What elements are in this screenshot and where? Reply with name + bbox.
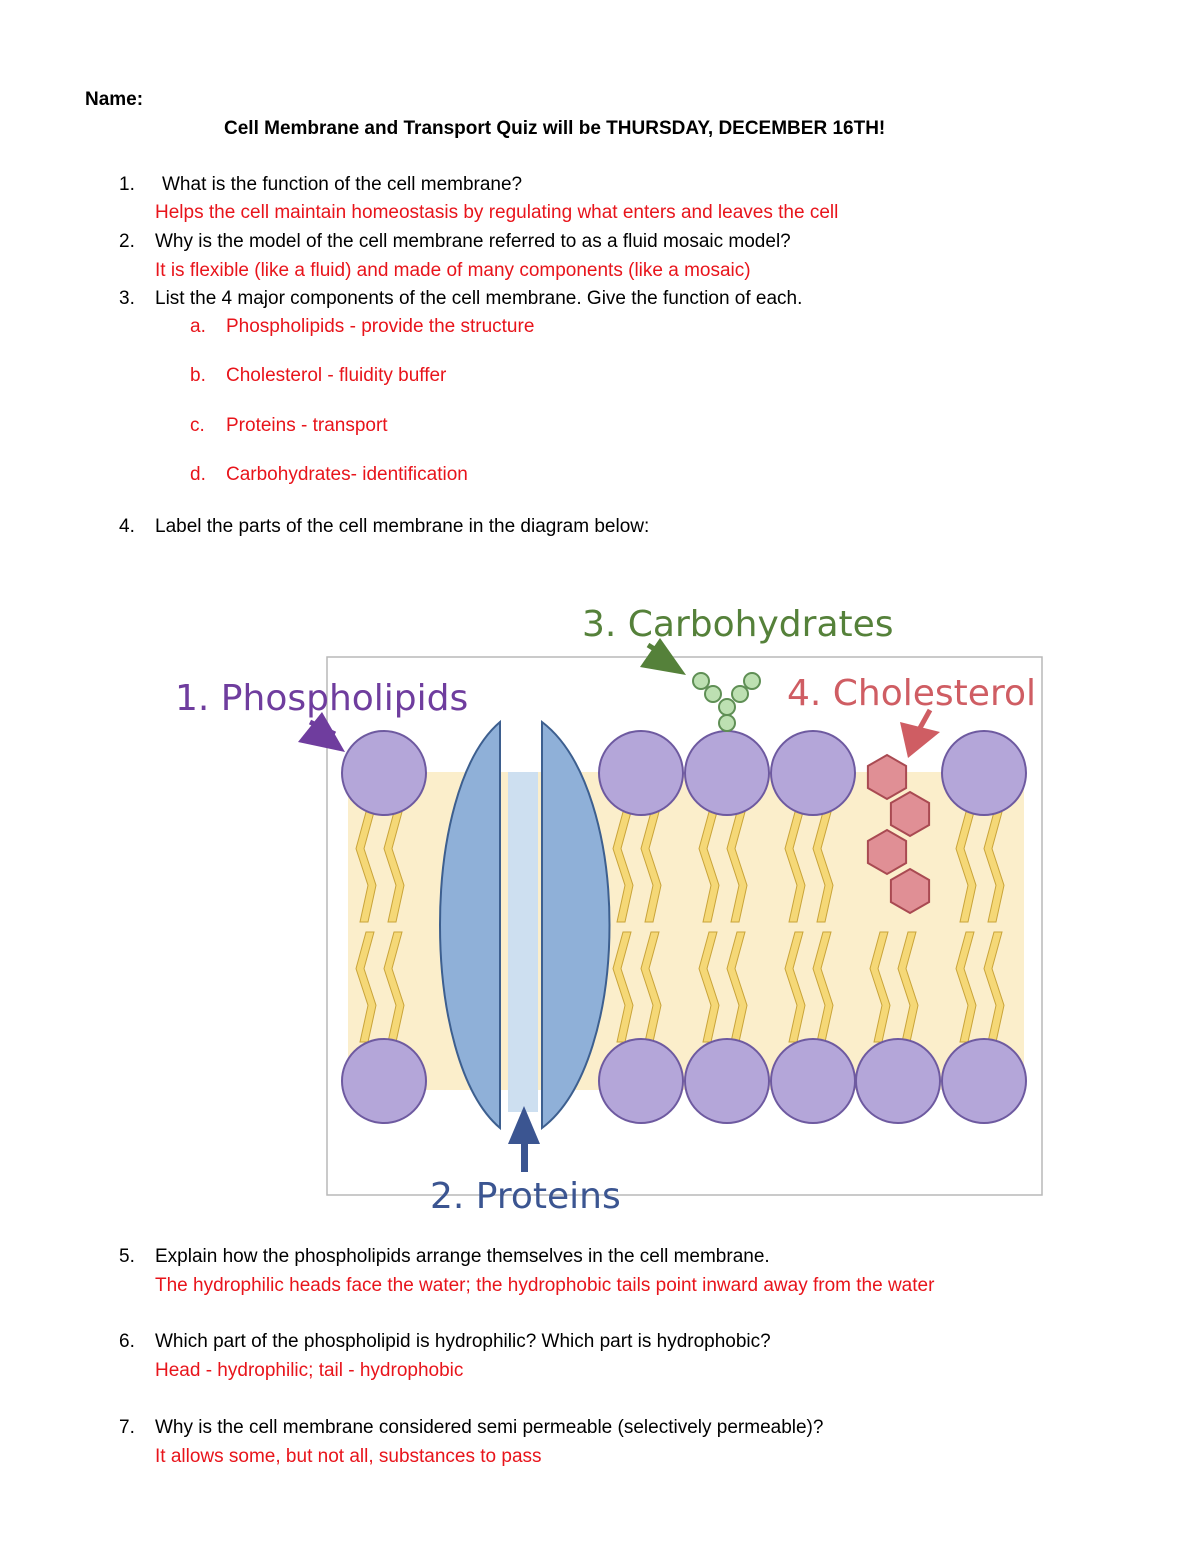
lipid-tails (355, 811, 1005, 1043)
quiz-announcement: Cell Membrane and Transport Quiz will be… (224, 118, 886, 139)
question-text: List the 4 major components of the cell … (155, 288, 803, 309)
cholesterol-molecule (866, 753, 931, 915)
cholesterol-arrow (900, 708, 940, 758)
lipid-tail (612, 811, 634, 923)
channel-pore (508, 772, 538, 1112)
carbohydrate-chain (692, 672, 761, 732)
answer-text: Head - hydrophilic; tail - hydrophobic (155, 1360, 464, 1381)
list-item-text: Proteins - transport (226, 415, 388, 436)
phospholipid-head (341, 730, 427, 816)
answer-text: It is flexible (like a fluid) and made o… (155, 260, 751, 281)
phospholipid-head (855, 1038, 941, 1124)
protein-arrow (508, 1106, 540, 1172)
question-text: Label the parts of the cell membrane in … (155, 516, 650, 537)
cholesterol-ring (866, 753, 908, 801)
protein-channel (439, 719, 611, 1131)
phospholipid-arrow (298, 712, 345, 752)
phospholipid-head (941, 1038, 1027, 1124)
lipid-tail (355, 811, 377, 923)
phospholipid-head (941, 730, 1027, 816)
lipid-tail (383, 811, 405, 923)
sugar-unit (692, 672, 710, 690)
question-text: Why is the model of the cell membrane re… (155, 231, 791, 252)
list-letter: d. (190, 464, 206, 485)
phospholipid-head (684, 1038, 770, 1124)
cholesterol-ring (889, 790, 931, 838)
sugar-unit (743, 672, 761, 690)
question-text: Which part of the phospholipid is hydrop… (155, 1331, 771, 1352)
lipid-tail (955, 811, 977, 923)
lipid-tail (812, 811, 834, 923)
list-letter: c. (190, 415, 205, 436)
answer-text: The hydrophilic heads face the water; th… (155, 1275, 935, 1296)
label-proteins: 2. Proteins (430, 1176, 621, 1217)
protein-left-half (439, 719, 501, 1131)
question-number: 6. (119, 1331, 135, 1352)
list-item-text: Phospholipids - provide the structure (226, 316, 535, 337)
phospholipid-head (770, 1038, 856, 1124)
question-number: 7. (119, 1417, 135, 1438)
label-cholesterol: 4. Cholesterol (787, 673, 1036, 714)
list-letter: a. (190, 316, 206, 337)
answer-text: It allows some, but not all, substances … (155, 1446, 542, 1467)
question-number: 2. (119, 231, 135, 252)
phospholipid-head (598, 1038, 684, 1124)
list-item-text: Carbohydrates- identification (226, 464, 468, 485)
question-number: 4. (119, 516, 135, 537)
list-letter: b. (190, 365, 206, 386)
lipid-tail (983, 811, 1005, 923)
phospholipid-head (684, 730, 770, 816)
lipid-tail (784, 811, 806, 923)
phospholipid-heads (341, 730, 1027, 1124)
sugar-unit (704, 685, 722, 703)
sugar-unit (718, 714, 736, 732)
sugar-unit (718, 698, 736, 716)
lipid-tail (640, 811, 662, 923)
question-text: What is the function of the cell membran… (162, 174, 523, 195)
protein-right-half (541, 719, 611, 1131)
lipid-tail (726, 811, 748, 923)
label-phospholipids: 1. Phospholipids (175, 678, 468, 719)
phospholipid-head (598, 730, 684, 816)
answer-text: Helps the cell maintain homeostasis by r… (155, 202, 839, 223)
diagram-frame (326, 656, 1043, 1196)
sugar-unit (731, 685, 749, 703)
cholesterol-ring (889, 867, 931, 915)
question-text: Why is the cell membrane considered semi… (155, 1417, 824, 1438)
question-number: 3. (119, 288, 135, 309)
phospholipid-head (770, 730, 856, 816)
label-carbohydrates: 3. Carbohydrates (582, 604, 894, 645)
phospholipid-head (341, 1038, 427, 1124)
question-number: 5. (119, 1246, 135, 1267)
name-label: Name: (85, 89, 144, 110)
question-text: Explain how the phospholipids arrange th… (155, 1246, 770, 1267)
list-item-text: Cholesterol - fluidity buffer (226, 365, 447, 386)
lipid-tail (698, 811, 720, 923)
question-number: 1. (119, 174, 135, 195)
carbohydrate-arrow (640, 638, 686, 675)
cholesterol-ring (866, 828, 908, 876)
